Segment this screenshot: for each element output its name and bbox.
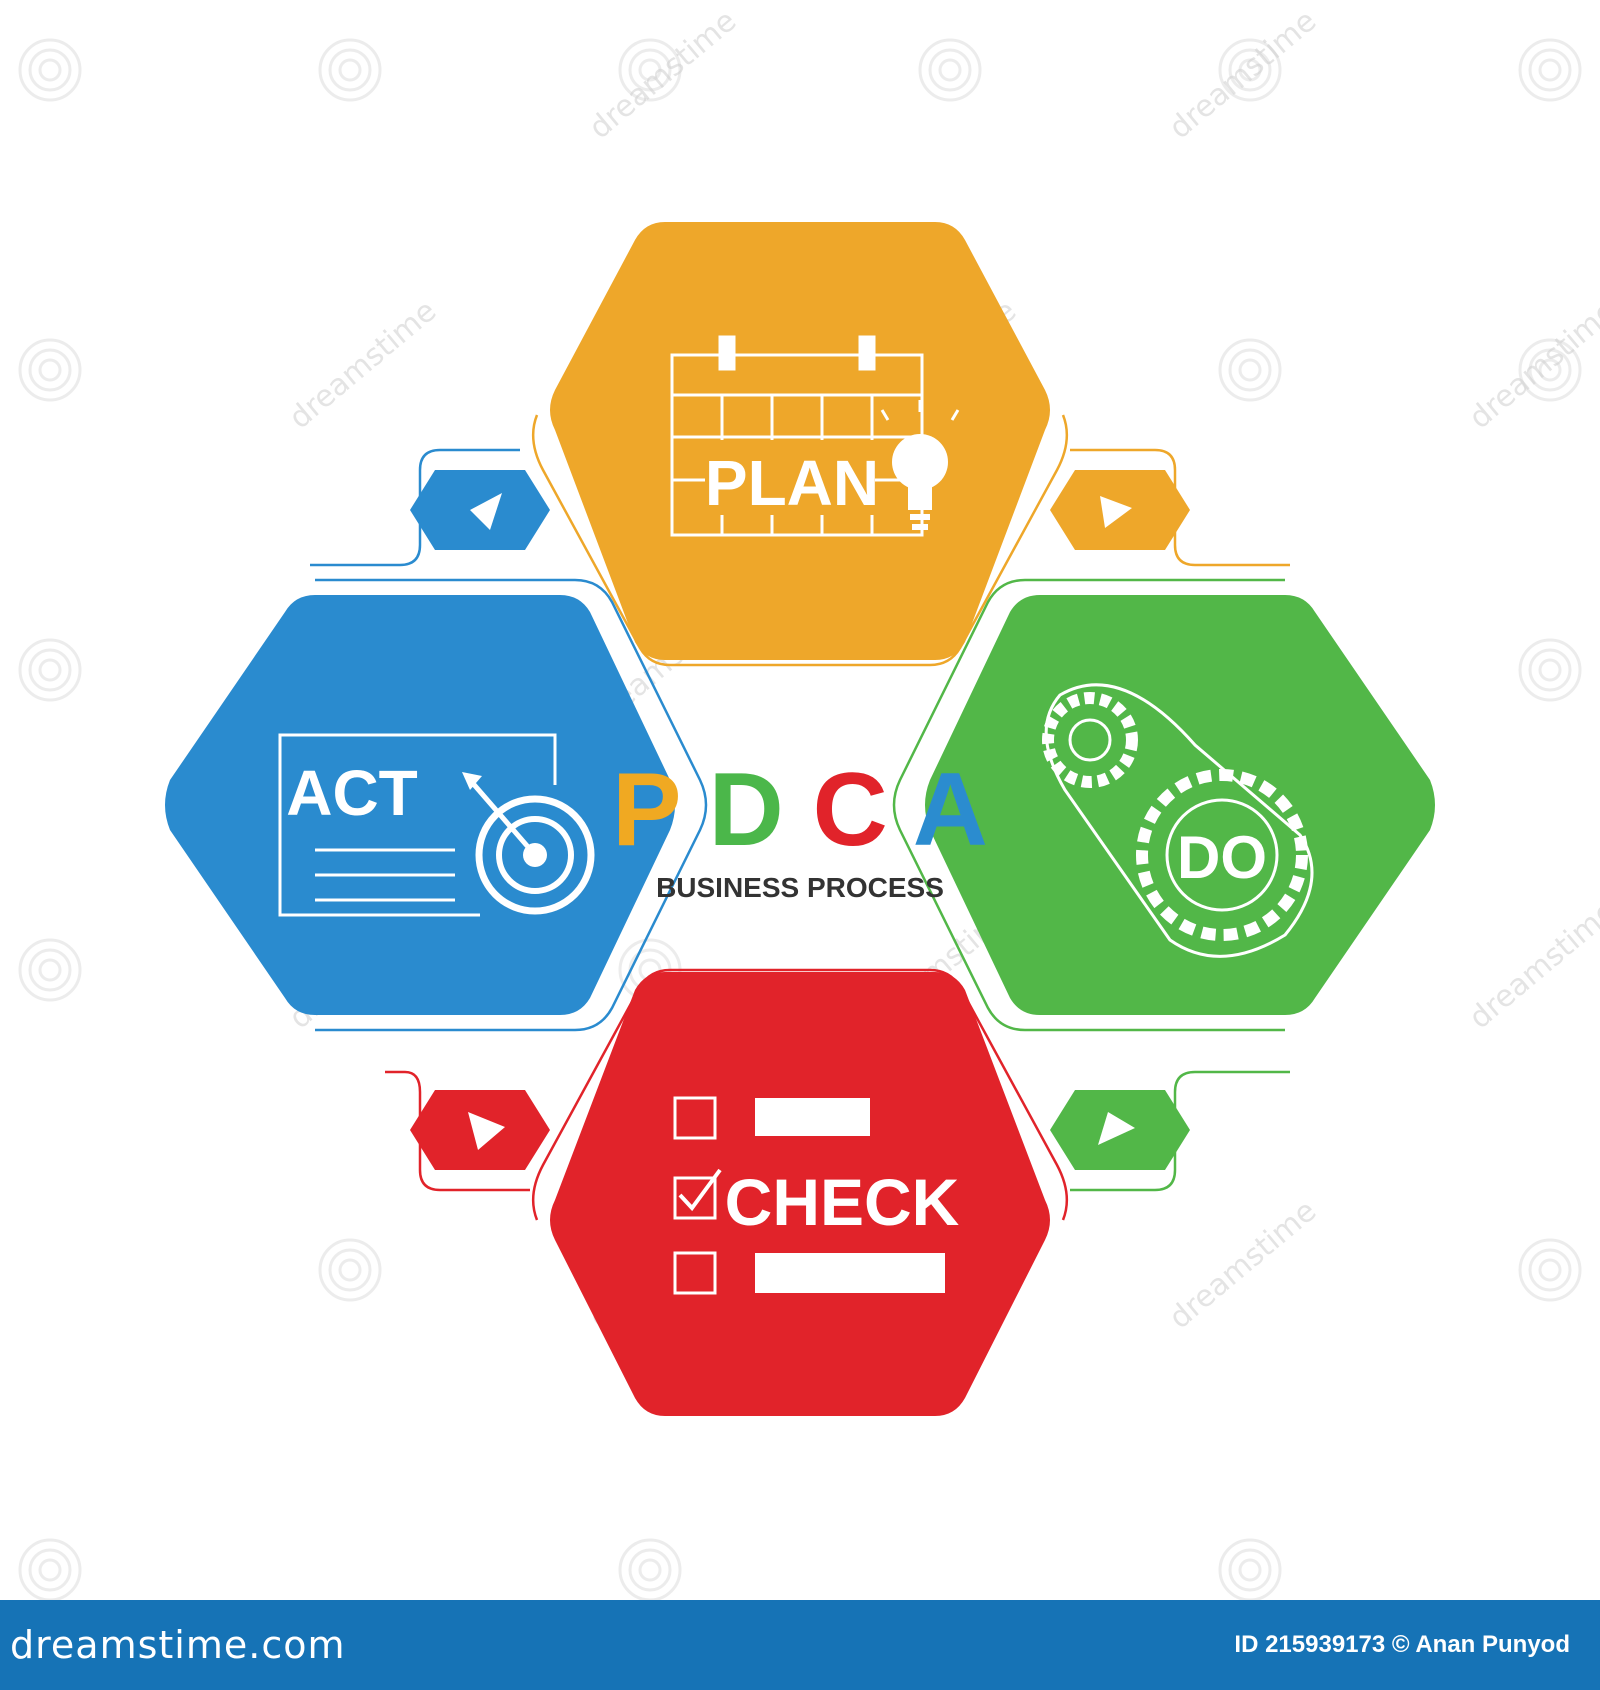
watermark-spiral (328, 48, 372, 92)
watermark-spiral (618, 1538, 682, 1600)
watermark-spiral (638, 58, 662, 82)
footer-bar: dreamstime.com ID 215939173 © Anan Punyo… (0, 1600, 1600, 1690)
do-step: DO (925, 595, 1435, 1015)
watermark-spiral (628, 48, 672, 92)
watermark-spiral (638, 1558, 662, 1582)
act-label: ACT (286, 757, 418, 829)
watermark-spiral (28, 948, 72, 992)
watermark-spiral (1528, 1248, 1572, 1292)
center-title: P D C A BUSINESS PROCESS (612, 752, 988, 903)
watermark-spiral (18, 38, 82, 102)
check-outline (531, 968, 1069, 1221)
watermark-spiral (1218, 338, 1282, 402)
watermark-spiral (318, 1238, 382, 1302)
arrow-hex-red (410, 1090, 550, 1170)
small-gear (1042, 692, 1138, 788)
watermark-spiral (938, 58, 962, 82)
watermark-spiral (1228, 48, 1272, 92)
watermark-spiral (1228, 348, 1272, 392)
watermark-spiral (1228, 1548, 1272, 1592)
watermark-spiral (618, 38, 682, 102)
watermark-text: dreamstime (1163, 1193, 1324, 1336)
arrow-left-icon (470, 493, 502, 530)
watermark-text: dreamstime (1463, 893, 1600, 1036)
watermark-spiral (1538, 358, 1562, 382)
footer-credit: ID 215939173 © Anan Punyod (1234, 1631, 1570, 1658)
pdca-letter-a: A (913, 752, 988, 868)
document-icon (278, 733, 557, 917)
arrow-hex-green (1050, 1090, 1190, 1170)
plan-outline (531, 414, 1069, 667)
pdca-title: P D C A (612, 752, 988, 868)
watermark-spiral (28, 348, 72, 392)
watermark-spiral (318, 38, 382, 102)
watermark-spiral (1238, 58, 1262, 82)
watermark-spiral (38, 358, 62, 382)
watermark-spiral (38, 58, 62, 82)
watermark-spiral (38, 1558, 62, 1582)
arrow-down-right-icon (468, 1112, 505, 1150)
watermark-spiral (38, 658, 62, 682)
gears-chain-icon (1042, 683, 1314, 958)
act-outline (315, 578, 708, 1032)
check-step: CHECK (550, 972, 1050, 1416)
watermark-spiral (338, 1258, 362, 1282)
arrow-hex-blue (410, 470, 550, 550)
watermark-spiral (1238, 1558, 1262, 1582)
watermark-spiral (18, 1538, 82, 1600)
watermark-text: dreamstime (283, 293, 444, 436)
pdca-subtitle: BUSINESS PROCESS (656, 872, 944, 903)
do-label: DO (1177, 824, 1267, 891)
watermark-spiral (1528, 48, 1572, 92)
arrow-hex-orange (1050, 470, 1190, 550)
do-outline (892, 578, 1285, 1032)
watermark-spiral (1238, 358, 1262, 382)
watermark-spiral (1528, 348, 1572, 392)
do-hexagon (925, 595, 1435, 1015)
watermark-spiral (18, 338, 82, 402)
pdca-letter-c: C (813, 752, 888, 868)
target-icon (462, 772, 597, 917)
check-label: CHECK (725, 1165, 960, 1239)
checklist-icon (673, 1096, 945, 1295)
watermark-spiral (28, 48, 72, 92)
watermark-spiral (928, 48, 972, 92)
lightbulb-icon (880, 400, 960, 530)
pdca-letter-d: D (709, 752, 784, 868)
watermark-spiral (1528, 648, 1572, 692)
watermark-spiral (628, 1548, 672, 1592)
pdca-diagram: dreamstime dreamstime dreamstime dreamst… (18, 3, 1600, 1600)
watermark-spiral (1538, 58, 1562, 82)
watermark-spiral (1538, 1258, 1562, 1282)
watermark-spiral (918, 38, 982, 102)
pdca-letter-p: P (612, 752, 680, 868)
watermark-spiral (1538, 658, 1562, 682)
watermark-spiral (1518, 1238, 1582, 1302)
watermark-spiral (18, 938, 82, 1002)
watermark-spiral (1218, 38, 1282, 102)
watermark-spiral (38, 958, 62, 982)
plan-label: PLAN (705, 447, 879, 519)
arrow-right-icon (1100, 496, 1132, 528)
plan-step: PLAN (550, 222, 1050, 660)
watermark-text: dreamstime (1163, 3, 1324, 146)
watermark-text: dreamstime (583, 3, 744, 146)
check-hexagon (550, 972, 1050, 1416)
act-step: ACT (165, 595, 675, 1015)
watermark-spiral (1518, 638, 1582, 702)
watermark-spiral (328, 1248, 372, 1292)
watermark-spiral (338, 58, 362, 82)
watermark-spiral (18, 638, 82, 702)
arrow-right-icon (1098, 1112, 1135, 1145)
watermark-spiral (28, 1548, 72, 1592)
watermark-spiral (28, 648, 72, 692)
watermark-spiral (1518, 338, 1582, 402)
footer-site-logo[interactable]: dreamstime.com (10, 1623, 346, 1667)
watermark-spiral (1218, 1538, 1282, 1600)
large-gear (1136, 769, 1308, 941)
act-hexagon (165, 595, 675, 1015)
watermark-spiral (1518, 38, 1582, 102)
